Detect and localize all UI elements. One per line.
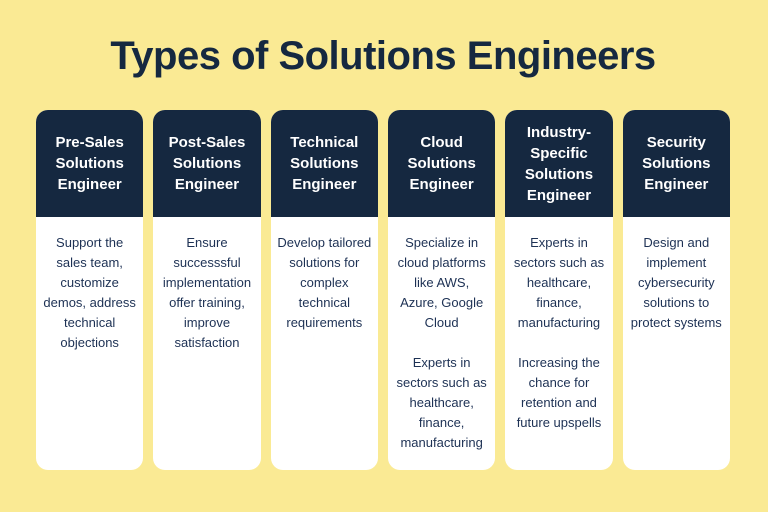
card-paragraph: Experts in sectors such as healthcare, f… <box>513 235 605 330</box>
card-title: Post-Sales Solutions Engineer <box>168 134 246 193</box>
card-title: Industry-Specific Solutions Engineer <box>524 123 594 204</box>
card-paragraph: Increasing the chance for retention and … <box>516 355 602 430</box>
card-header: Pre-Sales Solutions Engineer <box>36 110 144 217</box>
card-paragraph: Develop tailored solutions for complex t… <box>277 235 372 330</box>
card-header: Technical Solutions Engineer <box>270 110 378 217</box>
solution-card: Post-Sales Solutions Engineer Ensure suc… <box>153 110 261 470</box>
card-body: Develop tailored solutions for complex t… <box>271 217 378 470</box>
card-title: Security Solutions Engineer <box>642 134 711 193</box>
card-paragraph: Support the sales team, customize demos,… <box>43 235 136 350</box>
card-title: Cloud Solutions Engineer <box>407 134 476 193</box>
solution-card: Pre-Sales Solutions Engineer Support the… <box>36 110 144 470</box>
cards-row: Pre-Sales Solutions Engineer Support the… <box>36 110 730 470</box>
card-header: Industry-Specific Solutions Engineer <box>505 110 613 217</box>
card-title: Pre-Sales Solutions Engineer <box>55 134 124 193</box>
card-header: Security Solutions Engineer <box>622 110 730 217</box>
solution-card: Industry-Specific Solutions Engineer Exp… <box>505 110 613 470</box>
card-header: Post-Sales Solutions Engineer <box>153 110 261 217</box>
card-body: Specialize in cloud platforms like AWS, … <box>388 217 495 470</box>
card-title: Technical Solutions Engineer <box>290 134 359 193</box>
page-title: Types of Solutions Engineers <box>110 34 656 78</box>
card-body: Support the sales team, customize demos,… <box>36 217 143 470</box>
card-header: Cloud Solutions Engineer <box>387 110 496 217</box>
card-body: Design and implement cybersecurity solut… <box>623 217 730 470</box>
card-body: Ensure successsful implementation offer … <box>153 217 260 470</box>
solution-card: Security Solutions Engineer Design and i… <box>622 110 730 470</box>
card-paragraph: Specialize in cloud platforms like AWS, … <box>397 235 486 330</box>
card-paragraph: Experts in sectors such as healthcare, f… <box>396 355 487 450</box>
card-body: Experts in sectors such as healthcare, f… <box>505 217 612 470</box>
card-paragraph: Ensure successsful implementation offer … <box>162 235 252 350</box>
solution-card: Technical Solutions Engineer Develop tai… <box>270 110 378 470</box>
card-paragraph: Design and implement cybersecurity solut… <box>630 235 722 330</box>
solution-card: Cloud Solutions Engineer Specialize in c… <box>387 110 496 470</box>
